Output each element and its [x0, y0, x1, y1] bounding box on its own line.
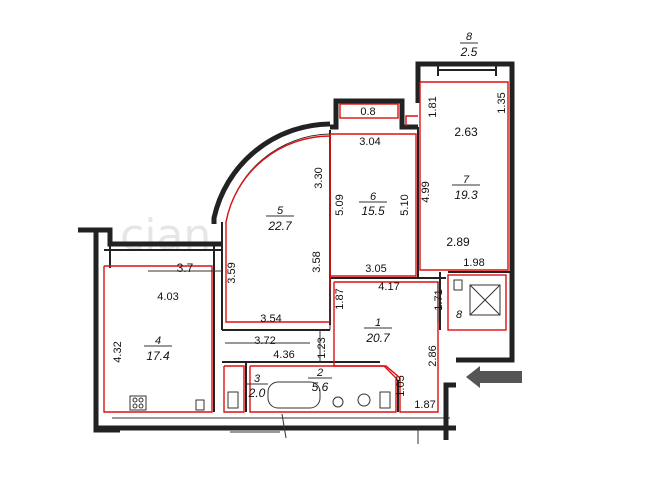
- dim-1-35: 1.35: [496, 92, 508, 113]
- shaft-icon: [469, 284, 501, 316]
- room-4-number: 4: [155, 335, 161, 347]
- washer-icon: [227, 391, 239, 409]
- dim-0-8: 0.8: [360, 106, 375, 118]
- balcony-number: 8: [466, 31, 473, 43]
- dim-3-30: 3.30: [313, 167, 325, 188]
- balcony-area: 2.5: [460, 45, 478, 59]
- fixtures: [129, 279, 501, 411]
- room-8-number: 8: [456, 309, 463, 321]
- dim-2-86: 2.86: [427, 345, 439, 366]
- interior-walls: [213, 127, 510, 412]
- dim-5-10: 5.10: [399, 194, 411, 215]
- dim-3-72: 3.72: [254, 335, 275, 347]
- dim-1-98: 1.98: [463, 257, 484, 269]
- dim-4-99: 4.99: [420, 181, 432, 202]
- dim-1-05: 1.05: [395, 375, 407, 396]
- dim-1-71: 1.71: [433, 289, 445, 310]
- room-2-area: 5.6: [312, 380, 329, 394]
- bathtub-icon: [267, 381, 321, 409]
- room-5-area: 22.7: [267, 219, 293, 233]
- dim-3-05: 3.05: [365, 263, 386, 275]
- room-labels: 5 22.7 6 15.5 7 19.3 1 20.7 4 17.4 2 5.6…: [144, 174, 480, 400]
- dimension-labels: 0.8 3.04 1.81 1.35 2.63 3.30 5.09 5.10 4…: [112, 92, 508, 411]
- dim-3-7: 3.7: [177, 261, 194, 275]
- dim-1-81: 1.81: [427, 96, 439, 117]
- dim-4-03: 4.03: [157, 291, 178, 303]
- room-outlines: [103, 81, 509, 413]
- dim-4-32: 4.32: [112, 341, 124, 362]
- dim-2-89: 2.89: [446, 235, 470, 249]
- dim-1-87-upper: 1.87: [334, 288, 346, 309]
- watermark: cian: [120, 210, 211, 261]
- dim-3-59: 3.59: [226, 262, 238, 283]
- room-6-area: 15.5: [361, 204, 385, 218]
- dim-1-23: 1.23: [316, 337, 328, 358]
- room-7-number: 7: [463, 174, 470, 186]
- outer-walls: [78, 61, 515, 444]
- dim-1-87-lower: 1.87: [414, 399, 435, 411]
- entrance-arrow-icon: [466, 366, 522, 388]
- stove-icon: [129, 395, 147, 411]
- room-5-number: 5: [277, 205, 284, 217]
- room-3-area: 2.0: [248, 386, 266, 400]
- dim-4-17: 4.17: [378, 281, 399, 293]
- room-1-area: 20.7: [365, 331, 391, 345]
- room-4-area: 17.4: [146, 349, 170, 363]
- room-6-number: 6: [370, 191, 377, 203]
- dim-3-04: 3.04: [359, 136, 380, 148]
- dim-4-36: 4.36: [273, 349, 294, 361]
- room-2-number: 2: [316, 367, 323, 379]
- dim-2-63: 2.63: [454, 125, 478, 139]
- dim-3-58: 3.58: [311, 251, 323, 272]
- room-7-area: 19.3: [454, 188, 478, 202]
- dim-5-09: 5.09: [334, 194, 346, 215]
- room-3-number: 3: [254, 373, 261, 385]
- dim-3-54: 3.54: [260, 313, 281, 325]
- room-1-number: 1: [375, 317, 381, 329]
- toilet-icon: [332, 396, 344, 408]
- dimension-ticks: [148, 270, 439, 362]
- sink-icon: [357, 393, 371, 407]
